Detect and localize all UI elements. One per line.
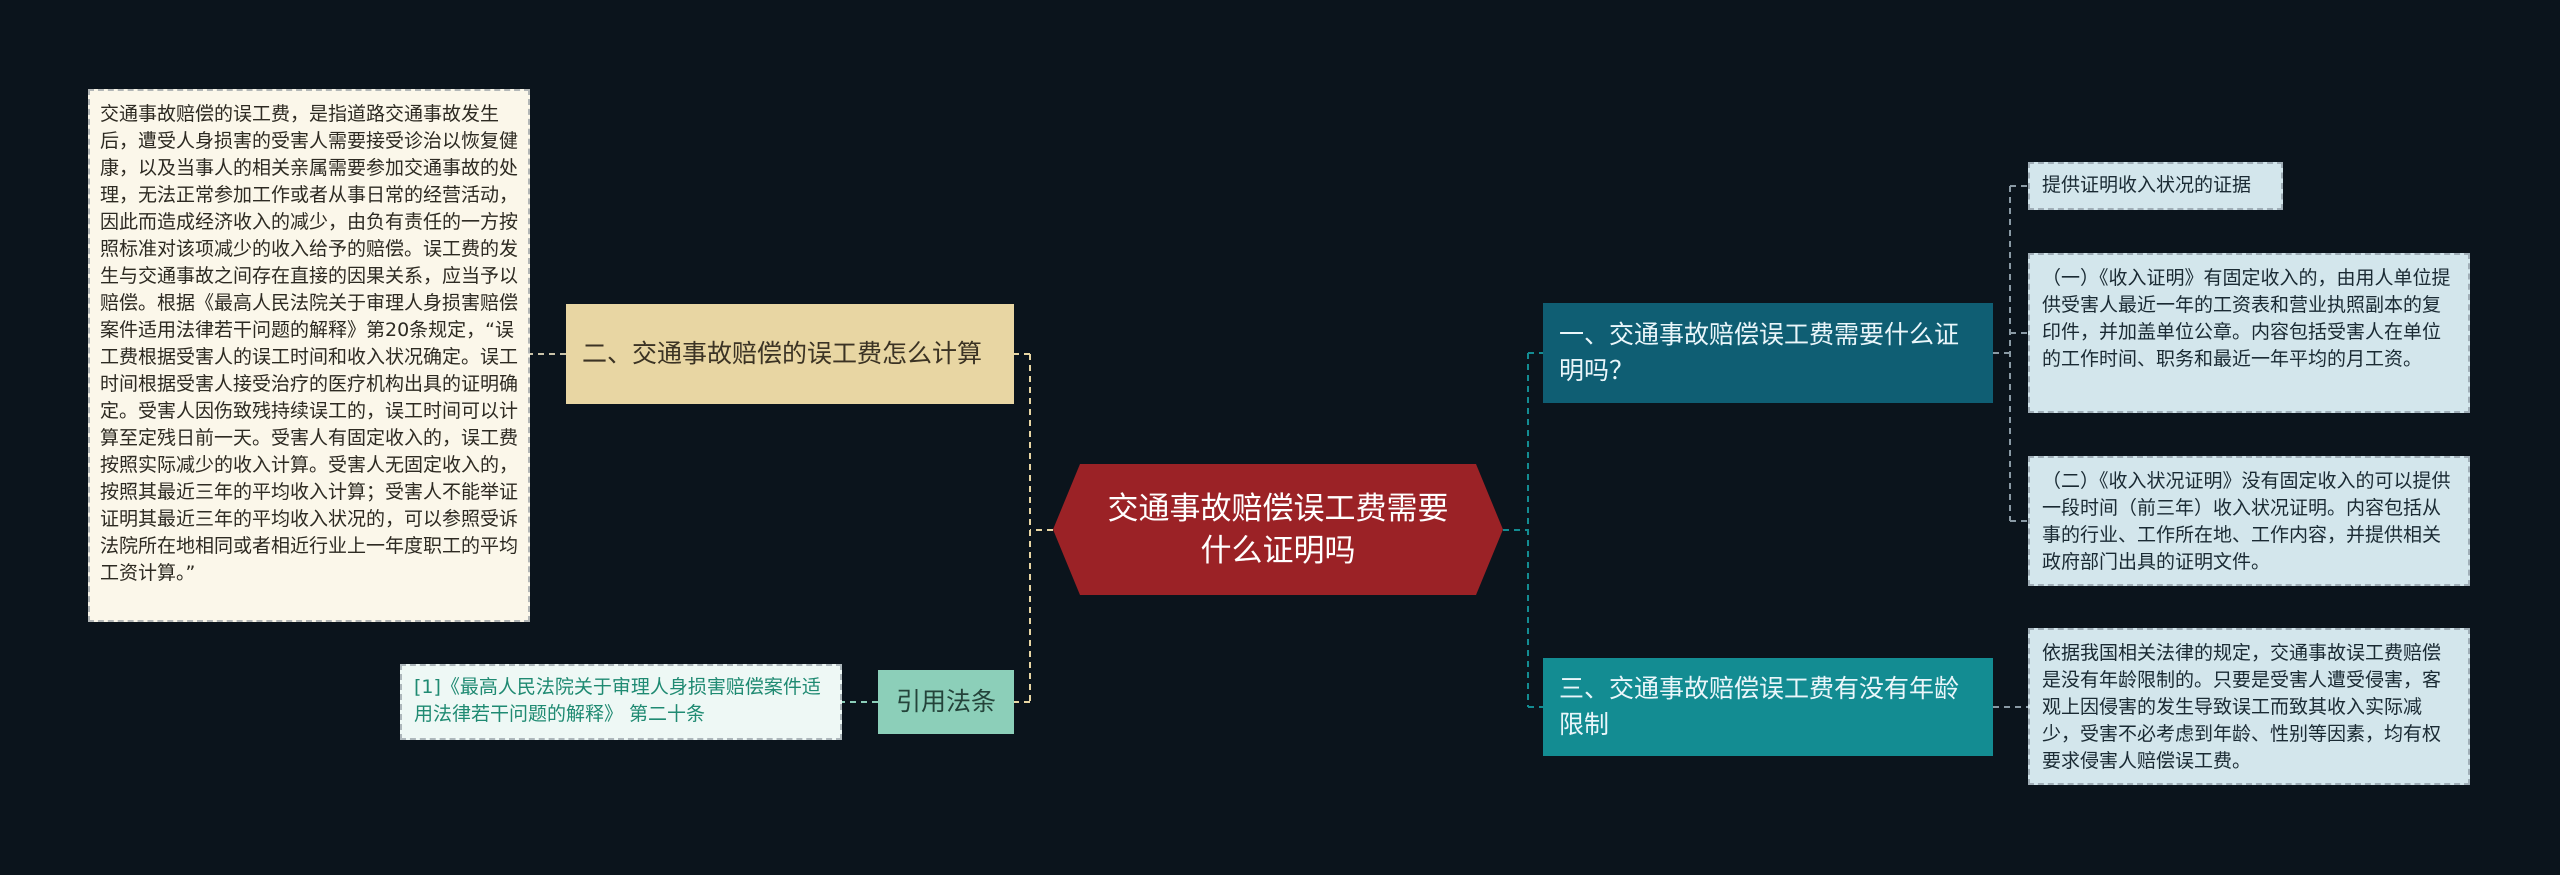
leaf-income-evidence[interactable]: 提供证明收入状况的证据 — [2028, 162, 2283, 210]
branch-age-limit-label: 三、交通事故赔偿误工费有没有年龄限制 — [1559, 674, 1960, 739]
leaf-age-limit-text[interactable]: 依据我国相关法律的规定，交通事故误工费赔偿是没有年龄限制的。只要是受害人遭受侵害… — [2028, 628, 2470, 785]
leaf-calculation-text-content: 交通事故赔偿的误工费，是指道路交通事故发生后，遭受人身损害的受害人需要接受诊治以… — [100, 103, 519, 584]
leaf-income-certificate-text: （一）《收入证明》有固定收入的，由用人单位提供受害人最近一年的工资表和营业执照副… — [2042, 267, 2451, 370]
connector-b1-leaves — [1993, 185, 2028, 522]
branch-age-limit[interactable]: 三、交通事故赔偿误工费有没有年龄限制 — [1543, 658, 1993, 756]
connector-root-left — [1014, 353, 1053, 703]
connector-root-right — [1503, 352, 1543, 708]
branch-cited-law[interactable]: 引用法条 — [878, 670, 1014, 734]
leaf-income-status-certificate-text: （二）《收入状况证明》没有固定收入的可以提供一段时间（前三年）收入状况证明。内容… — [2042, 470, 2451, 573]
branch-proof-required-label: 一、交通事故赔偿误工费需要什么证明吗？ — [1559, 320, 1960, 385]
leaf-income-certificate[interactable]: （一）《收入证明》有固定收入的，由用人单位提供受害人最近一年的工资表和营业执照副… — [2028, 253, 2470, 413]
branch-calculation[interactable]: 二、交通事故赔偿的误工费怎么计算 — [566, 304, 1014, 404]
leaf-citation[interactable]: [1]《最高人民法院关于审理人身损害赔偿案件适用法律若干问题的解释》 第二十条 — [400, 664, 842, 740]
central-topic-label: 交通事故赔偿误工费需要什么证明吗 — [1107, 490, 1449, 569]
leaf-citation-text: [1]《最高人民法院关于审理人身损害赔偿案件适用法律若干问题的解释》 第二十条 — [414, 676, 821, 725]
leaf-calculation-text[interactable]: 交通事故赔偿的误工费，是指道路交通事故发生后，遭受人身损害的受害人需要接受诊治以… — [88, 89, 530, 622]
branch-cited-law-label: 引用法条 — [895, 687, 996, 716]
branch-calculation-label: 二、交通事故赔偿的误工费怎么计算 — [582, 339, 983, 368]
leaf-income-evidence-text: 提供证明收入状况的证据 — [2042, 174, 2252, 196]
leaf-income-status-certificate[interactable]: （二）《收入状况证明》没有固定收入的可以提供一段时间（前三年）收入状况证明。内容… — [2028, 456, 2470, 586]
central-topic[interactable]: 交通事故赔偿误工费需要什么证明吗 — [1053, 464, 1503, 595]
leaf-age-limit-text-content: 依据我国相关法律的规定，交通事故误工费赔偿是没有年龄限制的。只要是受害人遭受侵害… — [2042, 642, 2442, 772]
branch-proof-required[interactable]: 一、交通事故赔偿误工费需要什么证明吗？ — [1543, 303, 1993, 403]
